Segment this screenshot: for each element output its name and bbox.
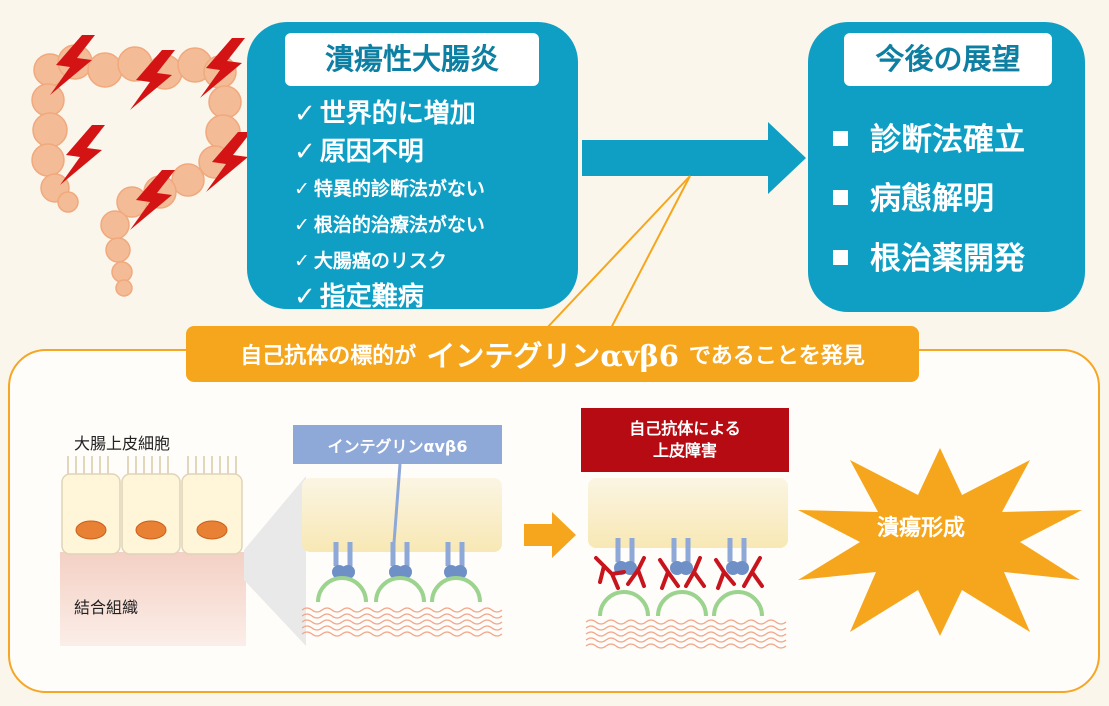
lightning-icons bbox=[50, 35, 251, 230]
disease-item: ✓大腸癌のリスク bbox=[294, 250, 447, 272]
epithelium-illustration bbox=[60, 456, 246, 646]
lightning-icon bbox=[130, 50, 175, 110]
integrin-tag: インテグリンαvβ6 bbox=[293, 425, 502, 464]
outlook-item: 根治薬開発 bbox=[833, 233, 1025, 278]
process-arrow-icon bbox=[524, 512, 576, 558]
connective-tissue-label: 結合組織 bbox=[74, 598, 139, 617]
disease-panel-title: 潰瘍性大腸炎 bbox=[285, 33, 539, 86]
zoom-wedge bbox=[244, 476, 306, 646]
disease-item: ✓指定難病 bbox=[294, 282, 424, 312]
lightning-icon bbox=[200, 38, 245, 98]
ulcer-label: 潰瘍形成 bbox=[877, 516, 966, 541]
outlook-panel-title: 今後の展望 bbox=[844, 33, 1052, 86]
lightning-icon bbox=[60, 125, 105, 185]
disease-item: ✓世界的に増加 bbox=[294, 99, 476, 129]
check-icon: ✓ bbox=[294, 250, 310, 272]
autoantibody-illustration bbox=[585, 478, 788, 649]
normal-integrin-illustration bbox=[301, 464, 503, 637]
check-icon: ✓ bbox=[294, 137, 316, 167]
disease-item: ✓特異的診断法がない bbox=[294, 178, 485, 200]
lightning-icon bbox=[50, 35, 95, 95]
ulcer-burst-icon bbox=[798, 448, 1082, 636]
square-bullet-icon bbox=[833, 190, 848, 205]
discovery-banner: 自己抗体の標的が インテグリンαvβ6 であることを発見 bbox=[186, 326, 919, 382]
banner-suffix: であることを発見 bbox=[688, 344, 865, 369]
lightning-icon bbox=[206, 132, 251, 192]
banner-prefix: 自己抗体の標的が bbox=[240, 344, 417, 369]
square-bullet-icon bbox=[833, 131, 848, 146]
check-icon: ✓ bbox=[294, 178, 310, 200]
right-arrow-icon bbox=[582, 122, 806, 194]
check-icon: ✓ bbox=[294, 99, 316, 129]
outlook-item: 診断法確立 bbox=[833, 114, 1025, 159]
lightning-icon bbox=[130, 170, 175, 230]
disease-item: ✓根治的治療法がない bbox=[294, 214, 485, 236]
autoantibody-tag: 自己抗体による 上皮障害 bbox=[581, 408, 789, 472]
check-icon: ✓ bbox=[294, 282, 316, 312]
outlook-item: 病態解明 bbox=[833, 173, 994, 218]
check-icon: ✓ bbox=[294, 214, 310, 236]
epithelial-cell-label: 大腸上皮細胞 bbox=[74, 434, 171, 453]
square-bullet-icon bbox=[833, 250, 848, 265]
banner-highlight: インテグリンαvβ6 bbox=[426, 339, 679, 373]
disease-item: ✓原因不明 bbox=[294, 137, 424, 167]
